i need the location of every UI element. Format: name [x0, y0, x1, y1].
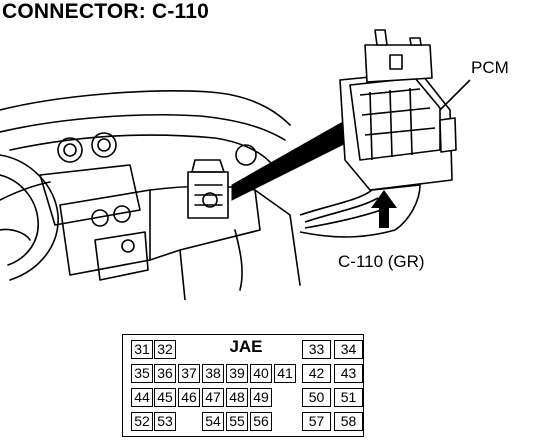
pin-44: 44 — [131, 388, 153, 407]
vent-left — [57, 137, 83, 163]
vent-right — [91, 132, 117, 158]
pin-57: 57 — [302, 412, 331, 431]
pin-58: 58 — [334, 412, 363, 431]
dashboard-illustration — [0, 29, 471, 300]
pin-33: 33 — [302, 340, 331, 359]
pin-49: 49 — [250, 388, 272, 407]
pin-46: 46 — [178, 388, 200, 407]
pin-45: 45 — [154, 388, 176, 407]
pin-39: 39 — [226, 364, 248, 383]
pin-52: 52 — [131, 412, 153, 431]
pin-40: 40 — [250, 364, 272, 383]
diagram-title: CONNECTOR: C-110 — [2, 0, 210, 23]
wire-harness — [299, 184, 421, 238]
steering-wheel — [0, 154, 59, 281]
pin-41: 41 — [274, 364, 296, 383]
callout-wedge — [231, 117, 353, 201]
pin-51: 51 — [334, 388, 363, 407]
pcm-label: PCM — [471, 58, 509, 77]
pin-35: 35 — [131, 364, 153, 383]
connector-label: C-110 (GR) — [338, 252, 425, 271]
pin-55: 55 — [226, 412, 248, 431]
pin-47: 47 — [202, 388, 224, 407]
pin-42: 42 — [302, 364, 331, 383]
pin-34: 34 — [334, 340, 363, 359]
pin-53: 53 — [154, 412, 176, 431]
connector-arrow — [371, 190, 397, 228]
pin-36: 36 — [154, 364, 176, 383]
pin-37: 37 — [178, 364, 200, 383]
pin-56: 56 — [250, 412, 272, 431]
pin-54: 54 — [202, 412, 224, 431]
pin-31: 31 — [131, 340, 153, 359]
pin-32: 32 — [154, 340, 176, 359]
pin-50: 50 — [302, 388, 331, 407]
pcm-leader — [439, 79, 471, 111]
dashboard-outline — [0, 90, 291, 126]
pin-48: 48 — [226, 388, 248, 407]
pin-38: 38 — [202, 364, 224, 383]
pin-43: 43 — [334, 364, 363, 383]
connector-face-header: JAE — [229, 337, 263, 356]
